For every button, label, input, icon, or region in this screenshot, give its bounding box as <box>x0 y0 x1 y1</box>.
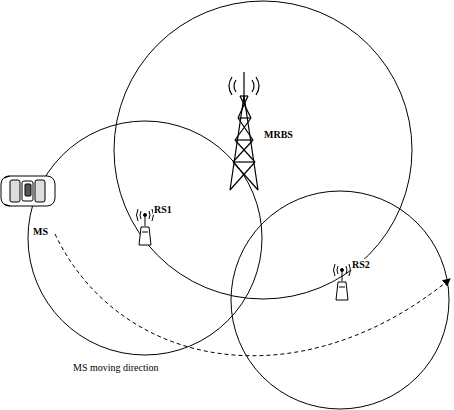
car-symbol <box>1 176 55 206</box>
path-label: MS moving direction <box>72 362 160 373</box>
station-label: RS1 <box>153 204 173 215</box>
rs2-coverage <box>231 191 449 409</box>
terminal-label: MS <box>32 226 49 237</box>
relay-station-symbol <box>137 209 154 245</box>
relay-station-symbol <box>334 264 351 300</box>
station-label: MRBS <box>263 129 294 140</box>
movement-path <box>55 234 450 356</box>
mrbs-coverage <box>114 1 412 299</box>
rs1-coverage <box>28 121 262 355</box>
station-label: RS2 <box>351 259 371 270</box>
tower-symbol <box>229 72 259 190</box>
